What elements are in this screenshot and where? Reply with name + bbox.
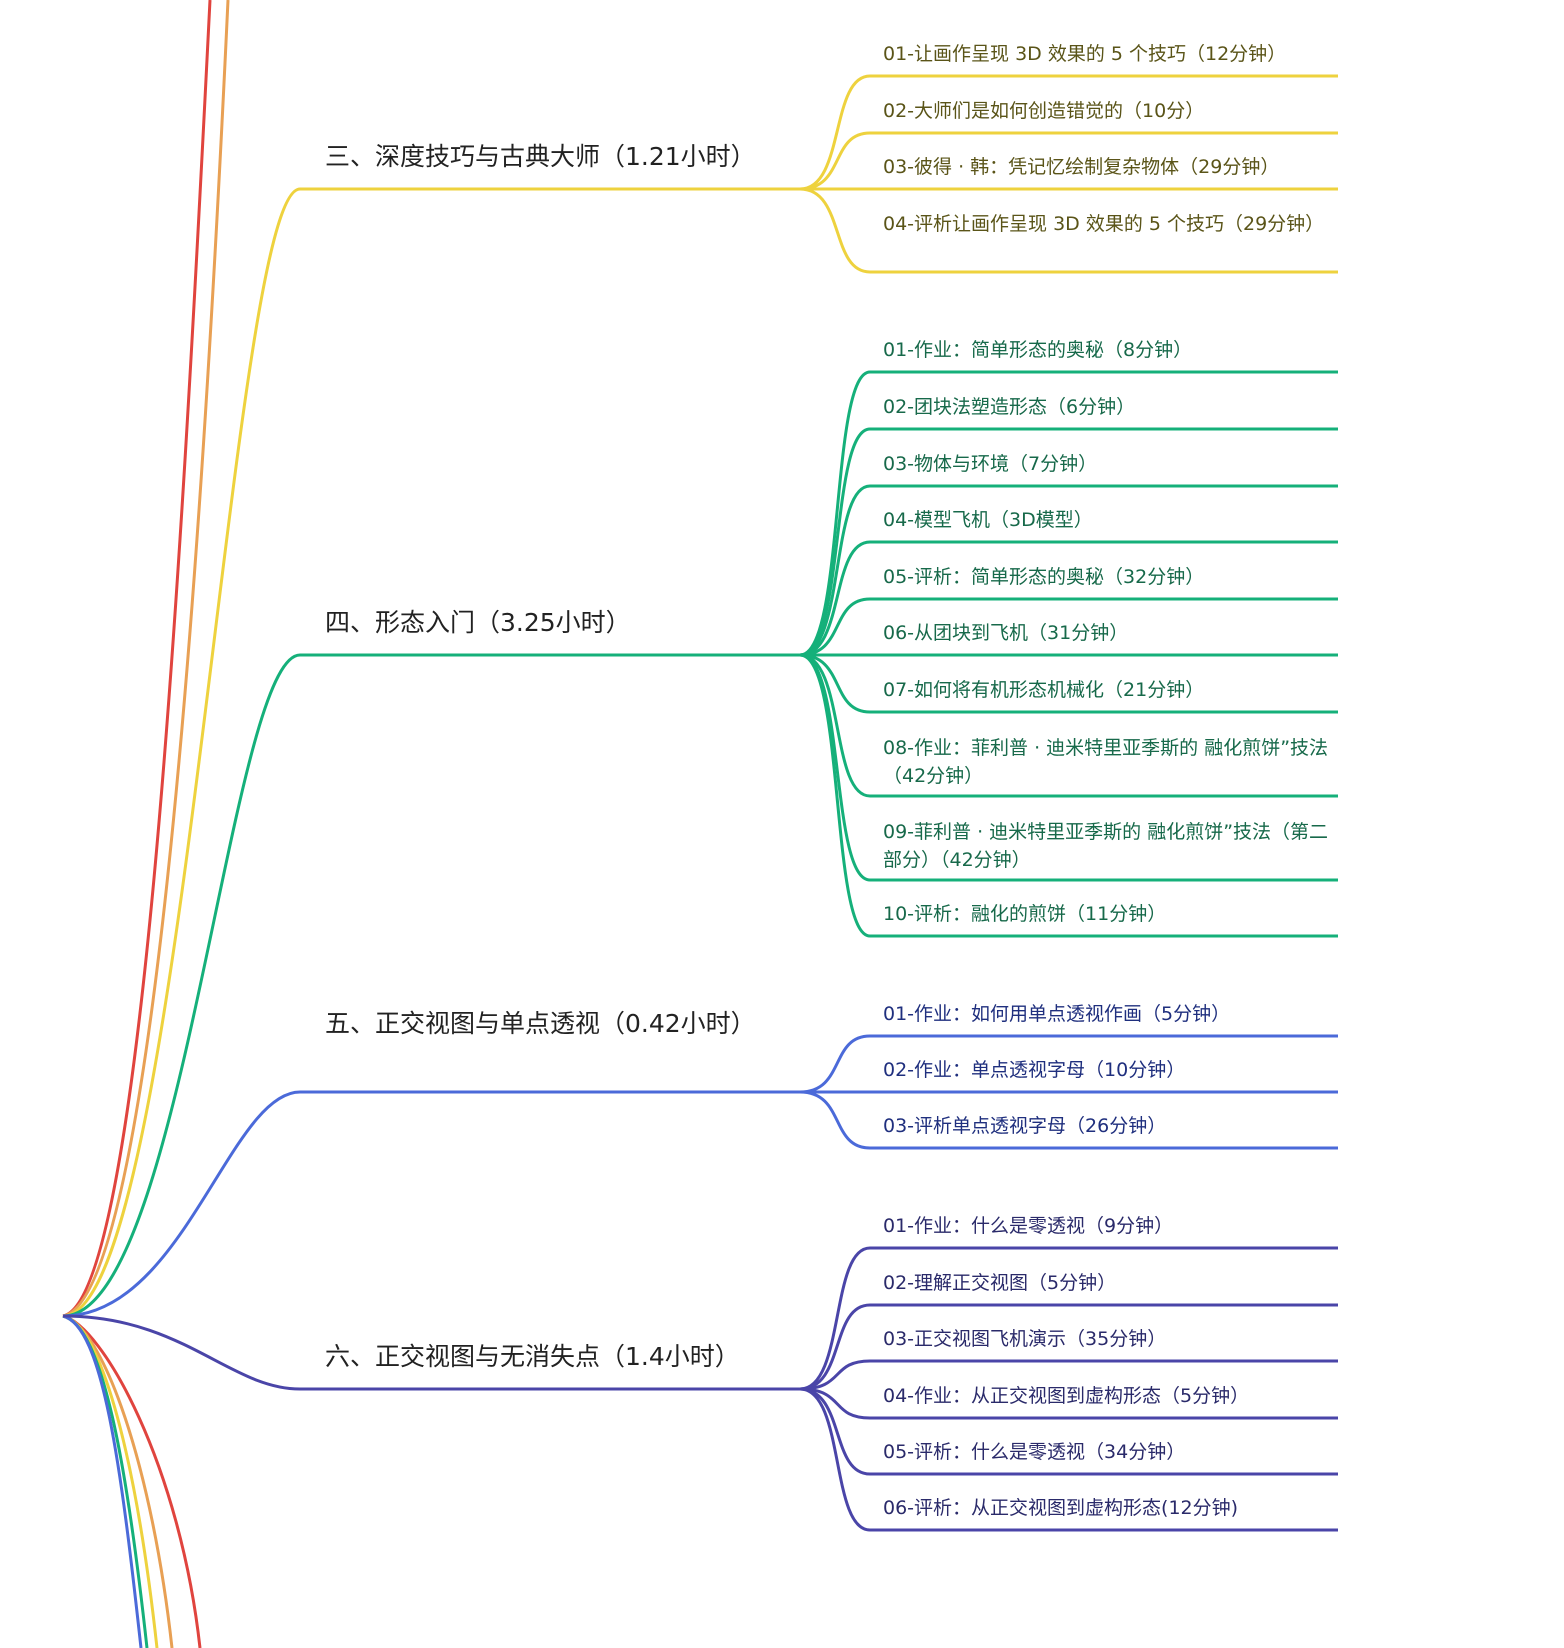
child-branch bbox=[799, 1387, 1338, 1420]
child-branch bbox=[799, 1387, 1338, 1532]
lesson-item[interactable]: 03-评析单点透视字母（26分钟） bbox=[883, 1115, 1167, 1137]
branch-offscreen-down bbox=[62, 1314, 143, 1648]
branch-offscreen-up bbox=[62, 0, 212, 1318]
child-branch bbox=[799, 187, 1338, 274]
child-branch bbox=[799, 1090, 1338, 1150]
lesson-item[interactable]: 04-作业：从正交视图到虚构形态（5分钟） bbox=[883, 1385, 1250, 1407]
lesson-item[interactable]: 02-理解正交视图（5分钟） bbox=[883, 1272, 1117, 1294]
lesson-item[interactable]: 06-评析：从正交视图到虚构形态(12分钟) bbox=[883, 1497, 1239, 1519]
child-branch bbox=[799, 427, 1338, 657]
child-branch bbox=[799, 653, 1338, 938]
lesson-item[interactable]: 05-评析：什么是零透视（34分钟） bbox=[883, 1441, 1186, 1463]
child-branch bbox=[799, 597, 1338, 657]
child-branch bbox=[799, 74, 1338, 191]
child-branch bbox=[799, 370, 1338, 657]
child-branch bbox=[799, 1387, 1338, 1476]
lesson-item[interactable]: 05-评析：简单形态的奥秘（32分钟） bbox=[883, 566, 1205, 588]
section-branch bbox=[62, 1314, 800, 1391]
child-branch bbox=[799, 131, 1338, 191]
branch-offscreen-up bbox=[62, 0, 230, 1318]
lesson-item[interactable]: 04-评析让画作呈现 3D 效果的 5 个技巧（29分钟） bbox=[883, 213, 1325, 235]
lesson-item[interactable]: 10-评析：融化的煎饼（11分钟） bbox=[883, 903, 1167, 925]
child-branch bbox=[799, 1034, 1338, 1094]
lesson-item[interactable]: 07-如何将有机形态机械化（21分钟） bbox=[883, 679, 1205, 701]
lesson-item[interactable]: 03-物体与环境（7分钟） bbox=[883, 453, 1098, 475]
section-title[interactable]: 三、深度技巧与古典大师（1.21小时） bbox=[325, 142, 756, 171]
child-branch bbox=[799, 484, 1338, 657]
lesson-item[interactable]: 02-团块法塑造形态（6分钟） bbox=[883, 396, 1136, 418]
section-branch bbox=[62, 187, 800, 1318]
child-branch bbox=[799, 540, 1338, 657]
section-title[interactable]: 四、形态入门（3.25小时） bbox=[325, 608, 631, 637]
lesson-item[interactable]: 03-正交视图飞机演示（35分钟） bbox=[883, 1328, 1167, 1350]
section-branch bbox=[62, 1090, 800, 1318]
lesson-item[interactable]: 01-作业：如何用单点透视作画（5分钟） bbox=[883, 1003, 1231, 1025]
lesson-item[interactable]: 01-作业：什么是零透视（9分钟） bbox=[883, 1215, 1174, 1237]
section-branch bbox=[62, 653, 800, 1318]
branch-offscreen-down bbox=[62, 1314, 174, 1648]
lesson-item[interactable]: 01-让画作呈现 3D 效果的 5 个技巧（12分钟） bbox=[883, 43, 1287, 65]
lesson-item[interactable]: 06-从团块到飞机（31分钟） bbox=[883, 622, 1129, 644]
lesson-item[interactable]: 03-彼得 · 韩：凭记忆绘制复杂物体（29分钟） bbox=[883, 156, 1280, 178]
lesson-item[interactable]: 08-作业：菲利普 · 迪米特里亚季斯的 融化煎饼”技法（42分钟） bbox=[883, 737, 1329, 787]
section-title[interactable]: 五、正交视图与单点透视（0.42小时） bbox=[325, 1009, 756, 1038]
lesson-item[interactable]: 02-大师们是如何创造错觉的（10分） bbox=[883, 100, 1205, 122]
child-branch bbox=[799, 1246, 1338, 1391]
child-branch bbox=[799, 1303, 1338, 1391]
child-branch bbox=[799, 1359, 1338, 1391]
child-branch bbox=[799, 653, 1338, 798]
lesson-item[interactable]: 02-作业：单点透视字母（10分钟） bbox=[883, 1059, 1186, 1081]
lesson-item[interactable]: 01-作业：简单形态的奥秘（8分钟） bbox=[883, 339, 1193, 361]
section-title[interactable]: 六、正交视图与无消失点（1.4小时） bbox=[325, 1342, 740, 1371]
lesson-item[interactable]: 04-模型飞机（3D模型） bbox=[883, 509, 1093, 531]
child-branch bbox=[799, 653, 1338, 714]
lesson-item[interactable]: 09-菲利普 · 迪米特里亚季斯的 融化煎饼”技法（第二部分）（42分钟） bbox=[883, 821, 1329, 871]
